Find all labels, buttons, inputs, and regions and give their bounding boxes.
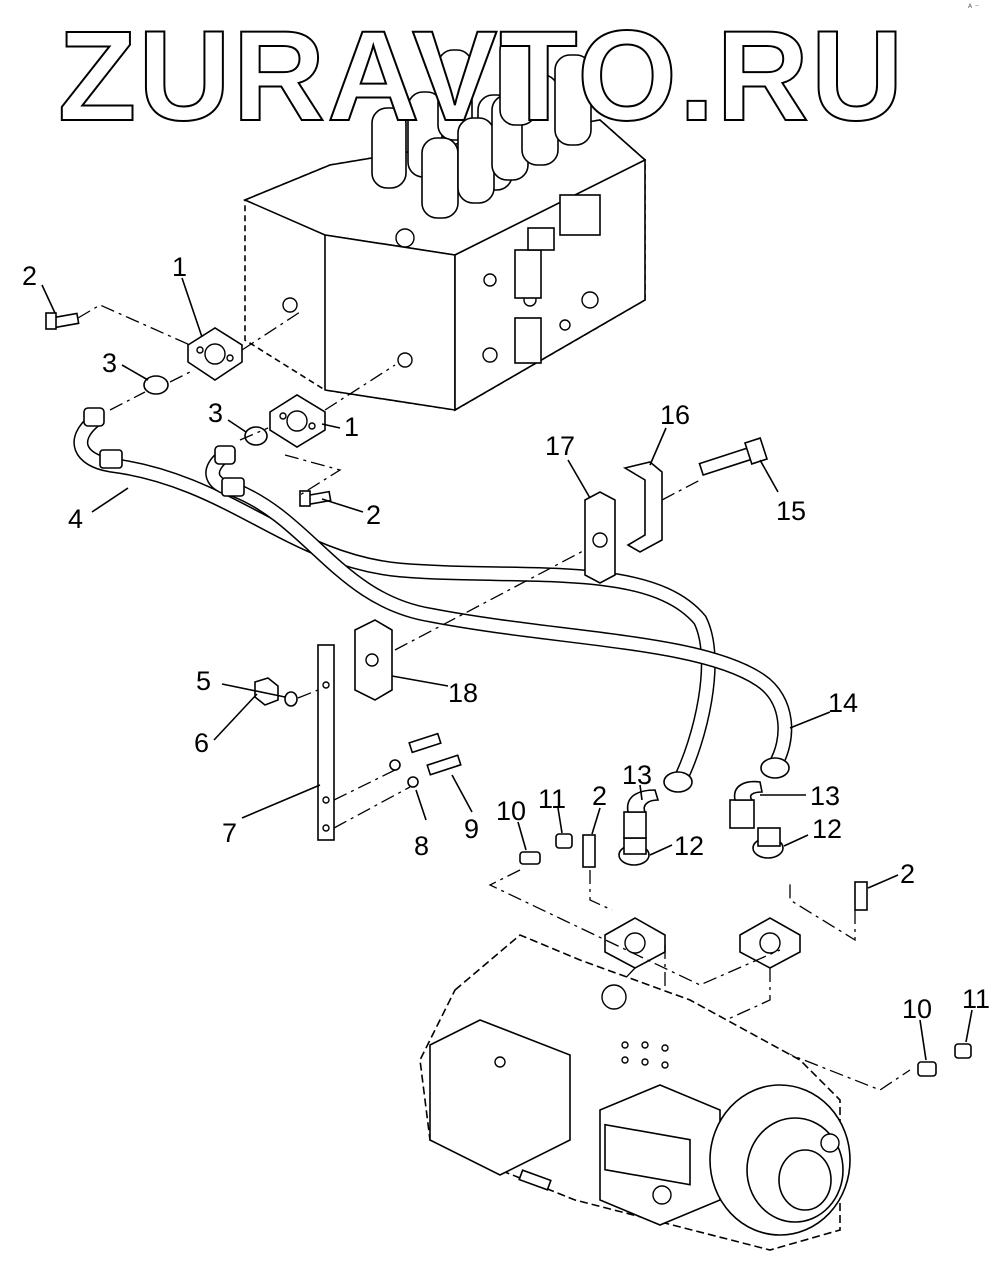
callout-labels: 2 1 3 3 1 2 4 17 16 15 18 5 6 7 8 9 10 1… <box>22 252 990 1024</box>
hydraulic-pump <box>419 934 851 1251</box>
pump-flange-right <box>739 917 801 969</box>
plug-11-right <box>954 1043 972 1059</box>
fitting-10-left <box>519 851 541 865</box>
callout-2-mid: 2 <box>366 500 381 530</box>
corner-mark: ᴬ ⁻ <box>967 2 980 12</box>
callout-11-right: 11 <box>962 984 990 1014</box>
bolt-2-mid <box>299 490 332 507</box>
callout-12-left: 12 <box>674 831 704 861</box>
adapter-12-right <box>752 827 784 859</box>
callout-2-lower-left: 2 <box>592 781 607 811</box>
plug-11-left <box>555 833 573 849</box>
bolt-2-lower-left <box>582 834 596 868</box>
flange-1-lower <box>269 394 326 448</box>
callout-3-lower: 3 <box>208 398 223 428</box>
callout-15: 15 <box>776 496 806 526</box>
callout-2-top-left: 2 <box>22 261 37 291</box>
callout-9: 9 <box>464 814 479 844</box>
callout-2-lower-right: 2 <box>900 859 915 889</box>
callout-13-right: 13 <box>810 781 840 811</box>
callout-11-left: 11 <box>538 784 566 814</box>
callout-12-right: 12 <box>812 814 842 844</box>
bolt-9-upper <box>408 732 442 754</box>
flange-1-upper <box>187 327 243 381</box>
o-ring-3-lower <box>244 426 268 446</box>
pump-flange-left <box>604 917 666 969</box>
clamp-half-18 <box>354 619 393 701</box>
o-ring-3-upper <box>143 375 169 395</box>
elbow-13-right <box>729 780 763 829</box>
adapter-12-left <box>618 837 650 866</box>
callout-6: 6 <box>194 728 209 758</box>
spool-caps <box>371 34 592 219</box>
callout-13-left: 13 <box>622 760 652 790</box>
callout-17: 17 <box>545 431 575 461</box>
callout-1-lower: 1 <box>344 412 359 442</box>
control-valve-block <box>242 34 647 412</box>
callout-8: 8 <box>414 831 429 861</box>
bolt-2-lower-right <box>854 881 868 911</box>
callout-4: 4 <box>68 504 83 534</box>
callout-5: 5 <box>196 666 211 696</box>
fitting-10-right <box>917 1061 937 1077</box>
washer-8 <box>407 776 419 788</box>
callout-16: 16 <box>660 400 690 430</box>
bolt-15 <box>698 437 769 477</box>
bracket-7 <box>317 644 335 841</box>
hose-14 <box>205 445 793 779</box>
watermark: ZURAVTO.RU <box>58 5 905 148</box>
callout-3-upper: 3 <box>102 348 117 378</box>
callout-1-upper: 1 <box>172 252 187 282</box>
callout-14: 14 <box>828 688 858 718</box>
callout-7: 7 <box>222 818 237 848</box>
bolt-9-lower <box>426 754 462 776</box>
leader-lines <box>41 277 973 1061</box>
elbow-13-left <box>623 789 660 839</box>
washer-5 <box>284 691 298 707</box>
callout-10-left: 10 <box>496 796 526 826</box>
clamp-plate-16 <box>622 461 663 553</box>
bolt-2-top-left <box>45 312 80 330</box>
clamp-half-17 <box>584 491 616 584</box>
callout-10-right: 10 <box>902 994 932 1024</box>
callout-18: 18 <box>448 678 478 708</box>
